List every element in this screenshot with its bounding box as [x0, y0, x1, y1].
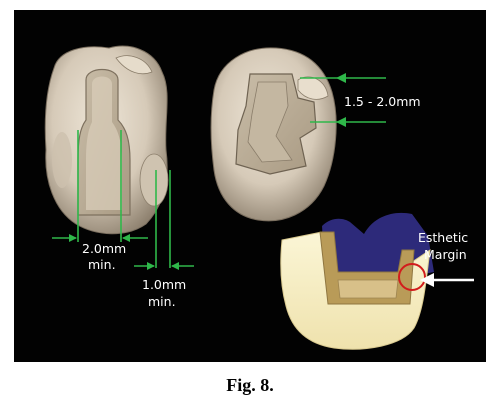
label-wall-thickness: 1.0mm	[142, 277, 186, 292]
label-depth: 1.5 - 2.0mm	[344, 94, 421, 109]
depth-arrowhead-top	[336, 73, 346, 83]
isthmus-arrowhead-right	[122, 234, 130, 242]
left-tooth-cusp	[115, 55, 153, 75]
label-isthmus-min: min.	[88, 257, 116, 272]
right-tooth-cusp	[297, 76, 329, 100]
left-tooth-preparation	[44, 45, 169, 235]
label-margin: Margin	[424, 247, 467, 262]
label-wall-min: min.	[148, 294, 176, 309]
wall-arrowhead-right	[171, 262, 179, 270]
figure-panel: 2.0mm min. 1.0mm min. 1.5 - 2.0mm Esthet…	[14, 10, 486, 362]
cross-section-diagram	[280, 212, 474, 350]
esthetic-margin-circle	[398, 263, 426, 291]
figure-drawing: 2.0mm min. 1.0mm min. 1.5 - 2.0mm Esthet…	[44, 45, 474, 350]
figure-caption: Fig. 8.	[226, 375, 274, 395]
right-tooth-cavity-floor	[247, 81, 293, 163]
label-isthmus-width: 2.0mm	[82, 241, 126, 256]
left-tooth-side-bulge-left	[52, 132, 72, 188]
left-tooth-side-bulge	[139, 153, 169, 207]
label-esthetic: Esthetic	[418, 230, 468, 245]
left-tooth-cavity-floor	[86, 76, 122, 210]
onlay-restoration-inner	[337, 279, 399, 299]
wall-arrowhead-left	[147, 262, 155, 270]
isthmus-arrowhead-left	[69, 234, 77, 242]
esthetic-margin-arrowhead	[420, 273, 434, 287]
left-measure-arrows	[52, 234, 194, 270]
right-measure-arrows	[300, 73, 386, 127]
right-tooth-preparation	[210, 47, 337, 222]
left-guide-lines	[77, 130, 171, 268]
depth-arrowhead-bottom	[336, 117, 346, 127]
